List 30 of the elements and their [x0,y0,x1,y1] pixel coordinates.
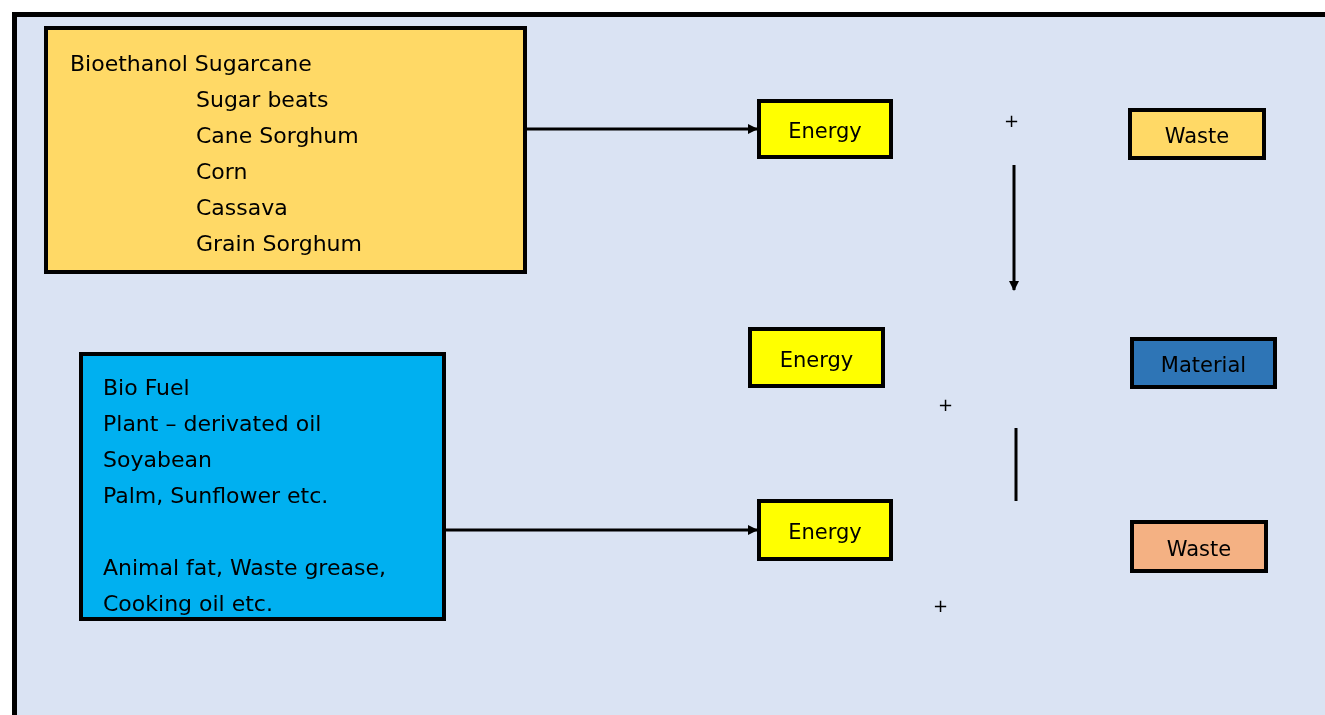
box-label: Energy [787,519,863,546]
list-text: Grain Sorghum [196,230,363,258]
list-text: Plant – derivated oil [103,410,323,438]
box-label: Waste [1163,123,1231,150]
box-label: Energy [787,118,863,145]
list-text: Soyabean [103,446,213,474]
box-label: Waste [1165,536,1233,563]
list-text: Bio Fuel [103,374,191,402]
plus-sign: + [938,394,954,415]
list-text: Animal fat, Waste grease, Cooking oil etc. [103,554,387,618]
list-text: Cassava [196,194,289,222]
energy-box [757,499,893,561]
energy-box [757,99,893,159]
waste-box [1130,520,1268,573]
list-text: Cane Sorghum [196,122,360,150]
box-label: Energy [778,347,855,374]
list-text: Sugar beats [196,86,330,114]
plus-sign: + [933,595,949,616]
plus-sign: + [1004,110,1020,131]
list-text: Corn [196,158,249,186]
biofuel-box [79,352,446,621]
feedstock-box [44,26,527,274]
waste-box [1128,108,1266,160]
energy-box [748,327,885,388]
list-text: Bioethanol Sugarcane [70,50,313,78]
list-text: Palm, Sunflower etc. [103,482,330,510]
arrow [527,124,758,134]
material-box [1130,337,1277,389]
box-label: Material [1159,352,1248,379]
arrow [446,525,758,535]
